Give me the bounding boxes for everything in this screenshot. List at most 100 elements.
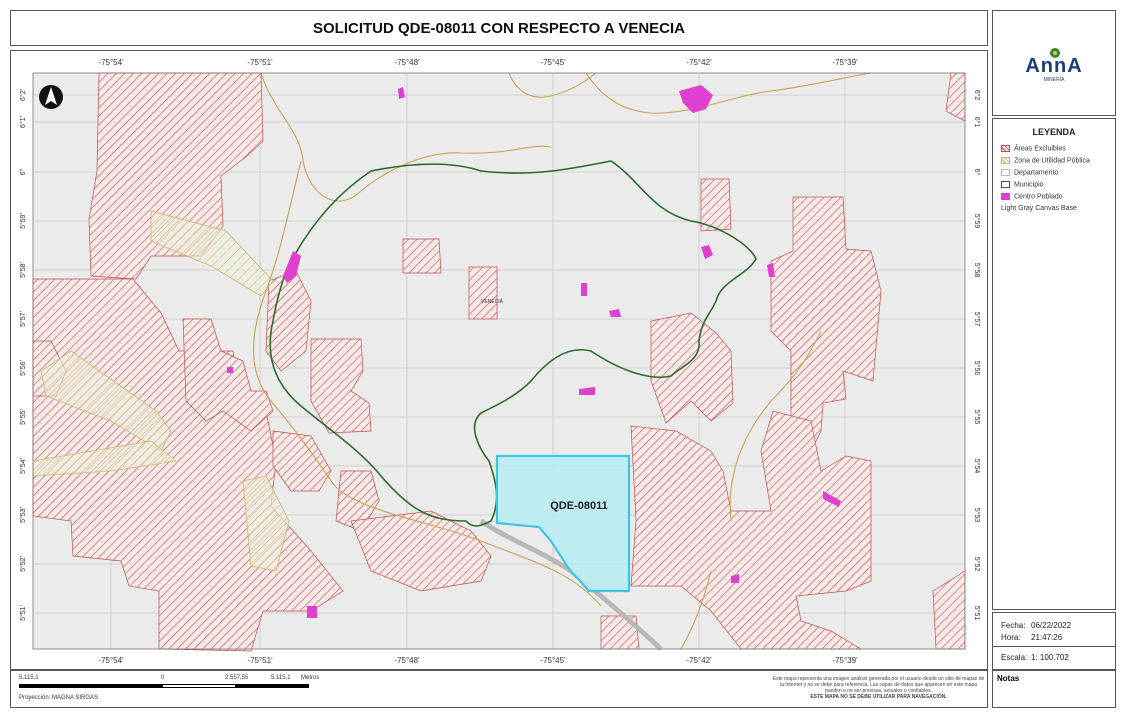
roads — [252, 72, 872, 650]
centro-poblado — [227, 367, 233, 373]
utility-zones — [32, 210, 290, 572]
lat-label: 6°1 — [973, 117, 981, 128]
request-polygon-label: QDE-08011 — [550, 500, 607, 512]
lat-label: 6°2 — [973, 90, 981, 101]
legend-swatch — [1001, 145, 1010, 152]
exclusion-area — [310, 338, 372, 434]
notes-label: Notas — [997, 674, 1020, 683]
logo-box: AnnA MINERÍA — [992, 10, 1116, 116]
lat-label: 5°56' — [19, 360, 27, 376]
lat-label: 5°54 — [973, 459, 981, 474]
legend-swatch — [1001, 157, 1010, 164]
exclusion-area — [272, 430, 332, 492]
lon-label: -75°48' — [394, 656, 420, 665]
centro-poblado — [398, 87, 405, 99]
legend-item-areas-excluibles: Áreas Excluibles — [1001, 145, 1066, 152]
legend-item-centro-poblado: Centro Poblado — [1001, 193, 1063, 200]
hora-label: Hora: — [1001, 633, 1021, 642]
lon-label: -75°51' — [247, 656, 273, 665]
disclaimer-warning: ESTE MAPA NO SE DEBE UTILIZAR PARA NAVEG… — [810, 694, 947, 700]
request-polygon-qde-08011[interactable] — [495, 454, 631, 593]
centro-poblado — [579, 387, 595, 395]
lat-label: 5°52 — [973, 557, 981, 572]
lat-label: 6°1' — [19, 116, 27, 128]
scalebar-label: 2.557,55 — [225, 675, 249, 681]
hora-row: Hora: 21:47:26 — [1001, 633, 1062, 642]
utility-zone — [40, 350, 172, 452]
centro-poblado — [307, 606, 317, 618]
lon-label: -75°39' — [832, 656, 858, 665]
disclaimer: Este mapa representa una imagen análisis… — [771, 676, 986, 700]
legend-title: LEYENDA — [1032, 127, 1076, 137]
centro-poblado — [679, 85, 713, 113]
lat-label: 5°56 — [973, 361, 981, 376]
logo: AnnA — [1025, 55, 1083, 77]
fecha-value: 06/22/2022 — [1031, 621, 1072, 630]
exclusion-area — [468, 266, 498, 320]
legend-item-municipio: Municipio — [1001, 181, 1044, 188]
lat-label: 5°53' — [19, 507, 27, 523]
lat-label: 5°51 — [973, 606, 981, 621]
scalebar-label: Metros — [301, 675, 320, 681]
lat-label: 5°53 — [973, 508, 981, 523]
legend-swatch — [1001, 193, 1010, 200]
municipio-boundary — [269, 160, 757, 527]
map-frame[interactable]: QDE-08011 VENECIA -75°54' — [10, 50, 988, 670]
escala-row: Escala:1: 100.702 — [1001, 653, 1069, 662]
notes-box: Notas — [992, 670, 1116, 708]
centro-poblado — [823, 491, 841, 507]
lat-labels-left: 6°2' 6°1' 6° 5°59' 5°58' 5°57' 5°56' 5°5… — [19, 89, 27, 621]
town-label: VENECIA — [481, 299, 504, 305]
disclaimer-text: Este mapa representa una imagen análisis… — [772, 676, 985, 694]
logo-mark-icon — [1050, 48, 1060, 58]
scalebar-label: 5.115,1 — [271, 675, 291, 681]
centro-poblado — [609, 309, 621, 317]
lat-label: 5°55' — [19, 409, 27, 425]
centro-poblado — [283, 251, 301, 283]
exclusion-area — [630, 410, 872, 650]
lat-label: 5°58 — [973, 263, 981, 278]
info-divider — [993, 646, 1115, 647]
lat-label: 6°2' — [19, 89, 27, 101]
centro-poblado — [581, 283, 587, 296]
lat-label: 5°58' — [19, 262, 27, 278]
map-title: SOLICITUD QDE-08011 CON RESPECTO A VENEC… — [312, 20, 686, 37]
lon-label: -75°54' — [98, 58, 124, 67]
lat-label: 6° — [973, 169, 981, 176]
info-box: Fecha: 06/22/2022 Hora: 21:47:26 Escala:1:… — [992, 612, 1116, 670]
lat-label: 5°57' — [19, 311, 27, 327]
centro-poblado — [767, 263, 775, 277]
lon-label: -75°51' — [247, 58, 273, 67]
map-canvas[interactable]: QDE-08011 VENECIA -75°54' — [11, 51, 987, 669]
exclusion-area — [350, 510, 492, 592]
exclusion-area — [700, 178, 732, 232]
legend-item-basemap: Light Gray Canvas Base — [1001, 205, 1077, 212]
lon-label: -75°54' — [98, 656, 124, 665]
map-neatline — [32, 72, 966, 650]
lat-label: 5°59 — [973, 214, 981, 229]
logo-subtitle: MINERÍA — [1043, 77, 1065, 83]
hora-value: 21:47:26 — [1031, 633, 1063, 642]
lat-labels-right: 6°2 6°1 6° 5°59 5°58 5°57 5°56 5°55 5°54… — [973, 90, 981, 621]
escala-value: 1: 100.702 — [1031, 653, 1069, 662]
projection-label: Proyección: MAGNA SIRGAS — [19, 695, 99, 701]
lat-label: 5°51' — [19, 605, 27, 621]
lat-label: 5°52' — [19, 556, 27, 572]
scalebar-box: 5.115,1 0 2.557,55 5.115,1 Metros Proyec… — [10, 670, 988, 708]
centro-poblado — [731, 574, 739, 583]
lon-label: -75°42' — [686, 656, 712, 665]
utility-zone — [242, 475, 290, 572]
north-arrow-icon — [39, 85, 63, 109]
lon-label: -75°42' — [686, 58, 712, 67]
lon-label: -75°48' — [394, 58, 420, 67]
exclusion-area — [182, 318, 274, 432]
lat-label: 5°59' — [19, 213, 27, 229]
lat-label: 5°57 — [973, 312, 981, 327]
lon-label: -75°45' — [540, 58, 566, 67]
escala-label: Escala: — [1001, 653, 1028, 662]
exclusion-areas — [32, 72, 966, 652]
centro-poblado — [701, 245, 713, 259]
lon-labels-top: -75°54' -75°51' -75°48' -75°45' -75°42' … — [98, 58, 858, 67]
centros-poblados — [227, 85, 841, 618]
fecha-label: Fecha: — [1001, 621, 1026, 630]
